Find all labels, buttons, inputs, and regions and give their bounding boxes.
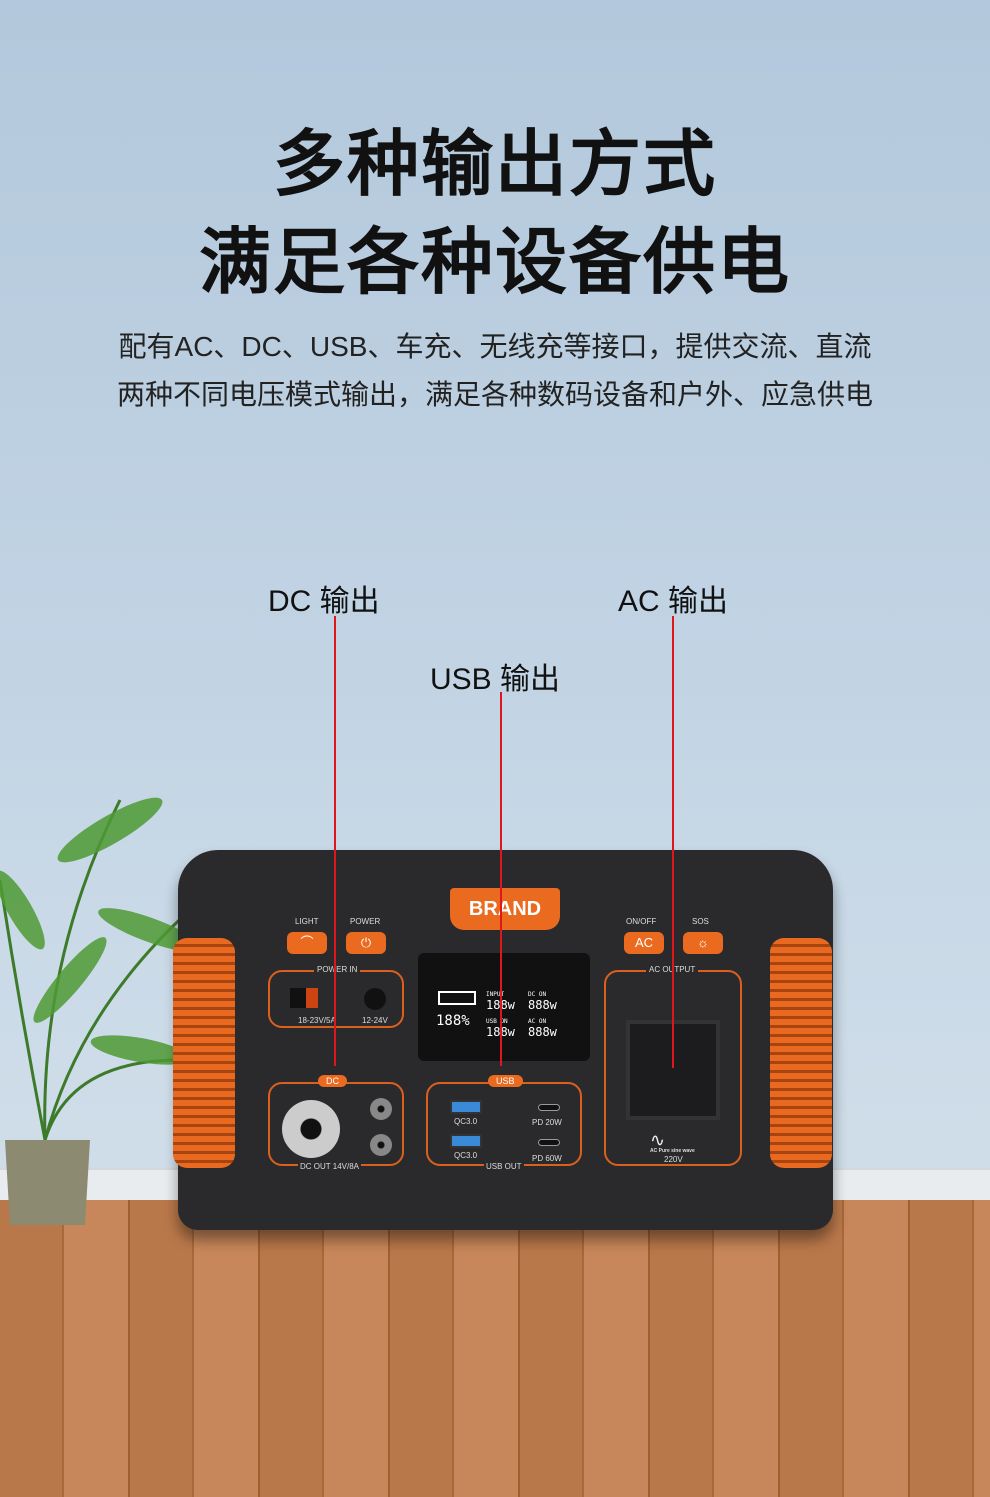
dc-port-2 (370, 1134, 392, 1156)
light-label: LIGHT (295, 917, 319, 926)
car-socket (282, 1100, 340, 1158)
description-line2: 两种不同电压模式输出，满足各种数码设备和户外、应急供电 (116, 379, 873, 410)
dc-port-1 (370, 1098, 392, 1120)
light-button[interactable]: ⌒ (287, 932, 327, 954)
callout-ac: AC 输出 (618, 585, 729, 618)
pd-label-1: PD 20W (532, 1118, 562, 1127)
qc-label-2: QC3.0 (454, 1151, 478, 1160)
headline-line2: 满足各种设备供电 (198, 223, 791, 303)
usb-tag: USB (488, 1075, 523, 1087)
headline-line1: 多种输出方式 (272, 125, 717, 205)
qc-label-1: QC3.0 (454, 1117, 478, 1126)
qc-port-2 (450, 1134, 482, 1148)
wave-label: AC Pure sine wave (650, 1148, 695, 1154)
callout-line-dc (334, 616, 336, 1066)
ac-on-label: AC ON (528, 1018, 547, 1025)
right-grille (770, 938, 832, 1168)
callout-line-usb (500, 692, 502, 1066)
anderson-label: 18-23V/5A (298, 1016, 336, 1025)
dc-on-label: DC ON (528, 991, 547, 998)
anderson-port (290, 988, 318, 1008)
description-line1: 配有AC、DC、USB、车充、无线充等接口，提供交流、直流 (118, 331, 872, 362)
usb-out-label: USB OUT (484, 1162, 524, 1171)
power-station: BRAND LIGHT ⌒ POWER ⏻ ON/OFF AC SOS ☼ PO… (173, 850, 833, 1230)
lamp-icon: ⌒ (300, 935, 314, 950)
qc-port-1 (450, 1100, 482, 1114)
potted-plant-image (0, 797, 200, 1225)
input-label: INPUT (486, 991, 505, 998)
sine-wave-icon: ∿ (650, 1130, 666, 1150)
power-label: POWER (350, 917, 381, 926)
power-in-title: POWER IN (314, 965, 361, 974)
dc-in-label: 12-24V (362, 1016, 388, 1025)
dc-out-panel: DC DC OUT 14V/8A (268, 1075, 404, 1171)
lcd-display: 188% INPUT 188w DC ON 888w USB ON 188w A… (418, 953, 590, 1061)
typec-port-1 (538, 1104, 560, 1111)
battery-icon (438, 991, 476, 1005)
voltage-label: 220V (664, 1155, 683, 1164)
power-in-panel: POWER IN 18-23V/5A 12-24V (268, 965, 404, 1028)
sos-label: SOS (692, 917, 709, 926)
ac-on-value: 888w (528, 1025, 557, 1039)
sos-button[interactable]: ☼ (683, 932, 723, 954)
dc-in-port (364, 988, 386, 1010)
typec-port-2 (538, 1139, 560, 1146)
callout-usb: USB 输出 (430, 663, 561, 696)
bulb-icon: ☼ (697, 935, 709, 950)
onoff-label: ON/OFF (626, 917, 657, 926)
dc-out-label: DC OUT 14V/8A (298, 1162, 361, 1171)
callout-line-ac (672, 616, 674, 1068)
wood-floor (0, 1200, 990, 1497)
left-grille (173, 938, 235, 1168)
power-button[interactable]: ⏻ (346, 932, 386, 954)
ac-button[interactable]: AC (624, 932, 664, 954)
usb-out-panel: USB QC3.0 QC3.0 PD 20W PD 60W USB OUT (426, 1075, 582, 1171)
battery-percent: 188% (436, 1013, 470, 1029)
callout-dc: DC 输出 (268, 585, 380, 618)
pd-label-2: PD 60W (532, 1154, 562, 1163)
dc-on-value: 888w (528, 998, 557, 1012)
dc-tag: DC (318, 1075, 347, 1087)
usb-on-label: USB ON (486, 1018, 508, 1025)
brand-logo: BRAND (450, 888, 560, 930)
power-icon: ⏻ (360, 935, 372, 950)
